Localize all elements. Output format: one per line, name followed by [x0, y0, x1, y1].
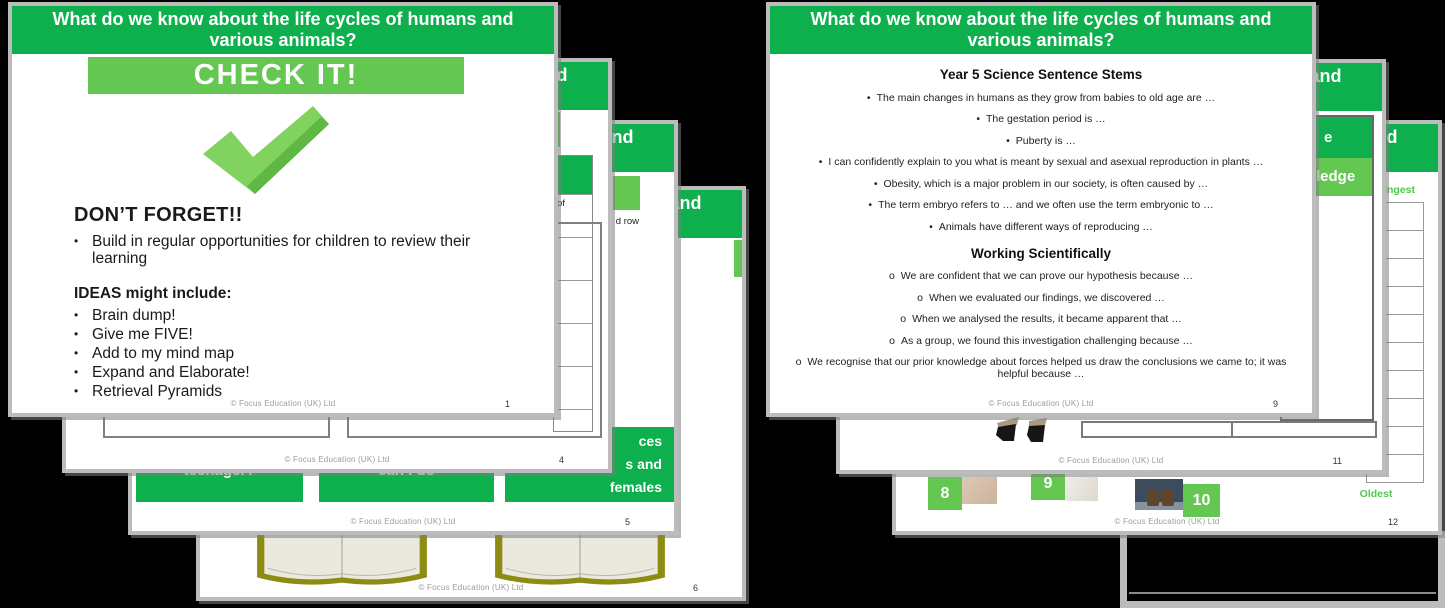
- slide-9-body: Year 5 Science Sentence Stems •The main …: [788, 54, 1294, 380]
- slide-5-row-text-fragment: d row: [615, 216, 639, 227]
- page-number: 9: [1272, 399, 1278, 409]
- copyright-footer: © Focus Education (UK) Ltd: [284, 455, 390, 464]
- page-number: 6: [692, 583, 698, 593]
- table-row: [554, 323, 592, 366]
- page-number: 1: [504, 399, 510, 409]
- sentence-stems-heading: Year 5 Science Sentence Stems: [939, 67, 1143, 82]
- ideas-heading: IDEAS might include:: [74, 285, 232, 302]
- list-item: • Build in regular opportunities for chi…: [74, 233, 471, 267]
- slide-6-banner-fragment: [734, 240, 742, 277]
- table-row: [554, 409, 592, 437]
- copyright-footer: © Focus Education (UK) Ltd: [418, 583, 524, 592]
- check-icon: [203, 106, 329, 194]
- boot-shape: [1162, 490, 1174, 506]
- animal-legs-image: [996, 417, 1047, 442]
- order-box[interactable]: [1367, 399, 1423, 427]
- table-row: of: [554, 194, 592, 237]
- open-book-icon: [495, 534, 665, 585]
- stem-item: •Animals have different ways of reproduc…: [929, 220, 1153, 233]
- page-number: 4: [558, 455, 564, 465]
- order-box[interactable]: [1367, 343, 1423, 371]
- photo-baby: [962, 477, 997, 504]
- photo-floor: [1135, 502, 1183, 510]
- page-number: 12: [1387, 517, 1398, 527]
- check-it-banner: CHECK IT!: [88, 57, 464, 94]
- slide-5-button-can-i-do[interactable]: can I do: [319, 472, 494, 502]
- stem-item: •The main changes in humans as they grow…: [866, 91, 1216, 104]
- table-row: [554, 237, 592, 280]
- slide-5-button-teenager[interactable]: teenager?: [136, 472, 303, 502]
- oldest-label: Oldest: [1359, 488, 1393, 500]
- slide-11-table-bottom: [1081, 421, 1377, 438]
- number-badge-10: 10: [1183, 484, 1220, 517]
- slide-9-title-bar: What do we know about the life cycles of…: [770, 6, 1312, 54]
- page-number: 11: [1332, 456, 1342, 466]
- stem-item: •Obesity, which is a major problem in ou…: [873, 177, 1209, 190]
- order-box[interactable]: [1367, 427, 1423, 455]
- stem-item: •The gestation period is …: [976, 113, 1106, 125]
- list-item: • Expand and Elaborate!: [74, 364, 250, 381]
- table-row: [554, 280, 592, 323]
- stem-item: •Puberty is …: [1006, 134, 1076, 147]
- boot-shape: [1147, 490, 1159, 506]
- table-divider: [1231, 423, 1233, 436]
- number-badge-8: 8: [928, 477, 962, 510]
- copyright-footer: © Focus Education (UK) Ltd: [350, 517, 456, 526]
- slide-dark-back[interactable]: [1120, 531, 1445, 608]
- copyright-footer: © Focus Education (UK) Ltd: [1114, 517, 1220, 526]
- stem-item: •The term embryo refers to … and we ofte…: [868, 199, 1214, 211]
- page-number: 5: [624, 517, 630, 527]
- table-row: [554, 366, 592, 409]
- slide-5-banner-fragment: [613, 176, 640, 210]
- photo-feet: [1135, 479, 1183, 510]
- slide-1-body: DON’T FORGET!! • Build in regular opport…: [74, 204, 496, 402]
- order-box[interactable]: [1367, 231, 1423, 259]
- table-header-cell: [554, 156, 592, 194]
- list-item: • Brain dump!: [74, 307, 176, 324]
- order-box[interactable]: [1367, 371, 1423, 399]
- list-item: • Retrieval Pyramids: [74, 383, 223, 400]
- copyright-footer: © Focus Education (UK) Ltd: [230, 399, 336, 408]
- dont-forget-heading: DON’T FORGET!!: [74, 204, 243, 226]
- table-cell-fragment: of: [557, 198, 565, 209]
- working-scientifically-heading: Working Scientifically: [970, 245, 1112, 261]
- list-item: • Add to my mind map: [74, 345, 235, 362]
- order-box[interactable]: [1367, 259, 1423, 287]
- photo-child: [1065, 477, 1098, 501]
- open-book-icon: [257, 534, 427, 585]
- slide-9[interactable]: What do we know about the life cycles of…: [766, 2, 1316, 417]
- copyright-footer: © Focus Education (UK) Ltd: [1058, 456, 1164, 465]
- stem-item: •I can confidently explain to you what i…: [818, 156, 1264, 168]
- order-box[interactable]: [1367, 315, 1423, 343]
- order-box[interactable]: [1367, 287, 1423, 315]
- slide-1-title-bar: What do we know about the life cycles of…: [12, 6, 554, 54]
- dark-slide-line: [1129, 592, 1436, 594]
- copyright-footer: © Focus Education (UK) Ltd: [988, 399, 1094, 408]
- slide-1[interactable]: What do we know about the life cycles of…: [8, 2, 558, 417]
- order-box[interactable]: [1367, 203, 1423, 231]
- list-item: • Give me FIVE!: [74, 326, 193, 343]
